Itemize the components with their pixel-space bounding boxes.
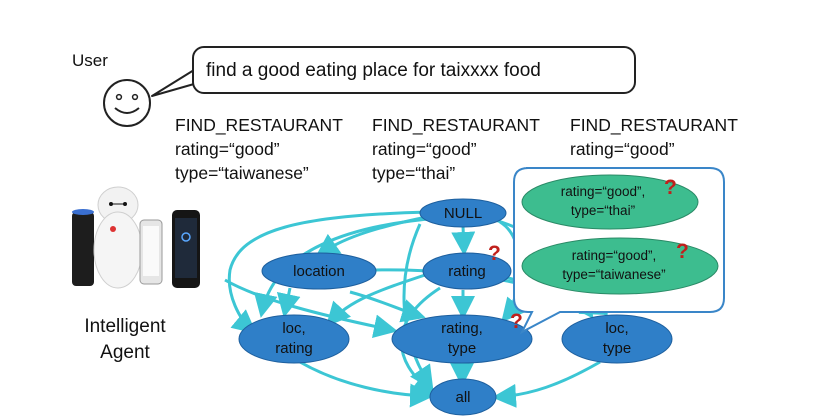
- frame-type: type=“thai”: [372, 163, 456, 183]
- agent-label: Intelligent Agent: [70, 314, 180, 366]
- node-rating-type-label-2: type: [448, 340, 476, 357]
- edge-null-rating: [451, 225, 476, 256]
- agent-label-line1: Intelligent: [84, 316, 166, 337]
- node-loc-rating-label-1: loc,: [282, 320, 305, 337]
- frame-type: type=“taiwanese”: [175, 163, 309, 183]
- node-loc-rating[interactable]: loc, rating: [238, 314, 350, 364]
- node-loc-rating-label-2: rating: [275, 340, 313, 357]
- candidate-taiwanese-line1: rating=“good”,: [572, 248, 656, 263]
- frame-intent: FIND_RESTAURANT: [372, 115, 540, 135]
- edge-rating-locrating: [325, 273, 426, 327]
- candidate-thai-line1: rating=“good”,: [561, 184, 645, 199]
- edge-location-ratingtype: [349, 290, 426, 323]
- frame-rating: rating=“good”: [175, 139, 280, 159]
- edge-null-locrating-2: [253, 216, 441, 318]
- edge-location-locrating: [276, 287, 301, 318]
- speech-bubble-tail: [151, 69, 195, 97]
- frame-rating: rating=“good”: [372, 139, 477, 159]
- qmark-rating-type: ?: [510, 310, 523, 333]
- candidate-taiwanese-line2: type=“taiwanese”: [562, 267, 665, 282]
- frame-thai: FIND_RESTAURANT rating=“good” type=“thai…: [372, 113, 540, 185]
- qmark-candidate-thai: ?: [664, 176, 677, 199]
- candidate-taiwanese[interactable]: rating=“good”, type=“taiwanese”: [521, 237, 719, 295]
- frame-rating: rating=“good”: [570, 139, 675, 159]
- node-loc-type[interactable]: loc, type: [561, 314, 673, 364]
- node-loc-type-label-1: loc,: [605, 320, 628, 337]
- user-utterance: find a good eating place for taixxxx foo…: [206, 60, 541, 81]
- node-rating-type[interactable]: rating, type: [391, 314, 533, 364]
- agent-label-line2: Agent: [100, 342, 150, 363]
- node-loc-type-label-2: type: [603, 340, 631, 357]
- candidate-thai[interactable]: rating=“good”, type=“thai”: [521, 174, 699, 230]
- edge-null-all: [402, 223, 434, 390]
- frame-intent: FIND_RESTAURANT: [570, 115, 738, 135]
- edge-left-ratingtype: [224, 278, 398, 339]
- edge-locrating-all: [299, 360, 434, 408]
- qmark-rating: ?: [488, 242, 501, 265]
- qmark-candidate-taiwanese: ?: [676, 240, 689, 263]
- node-rating-label: rating: [448, 263, 486, 280]
- user-smiley-icon: [103, 79, 151, 127]
- speech-bubble: [192, 46, 636, 94]
- edge-null-locrating: [227, 210, 431, 334]
- user-label: User: [72, 51, 108, 70]
- agent-devices-icon: [72, 186, 200, 289]
- node-all[interactable]: all: [429, 378, 497, 416]
- frame-intent: FIND_RESTAURANT: [175, 115, 343, 135]
- node-null-label: NULL: [444, 205, 482, 222]
- node-null[interactable]: NULL: [419, 198, 507, 228]
- node-all-label: all: [455, 389, 470, 406]
- frame-general: FIND_RESTAURANT rating=“good”: [570, 113, 738, 161]
- node-location[interactable]: location: [261, 252, 377, 290]
- edge-loctype-all: [492, 360, 601, 408]
- frame-taiwanese: FIND_RESTAURANT rating=“good” type=“taiw…: [175, 113, 343, 185]
- node-rating[interactable]: rating: [422, 252, 512, 290]
- node-rating-type-label-1: rating,: [441, 320, 483, 337]
- node-location-label: location: [293, 263, 345, 280]
- candidate-thai-line2: type=“thai”: [571, 203, 635, 218]
